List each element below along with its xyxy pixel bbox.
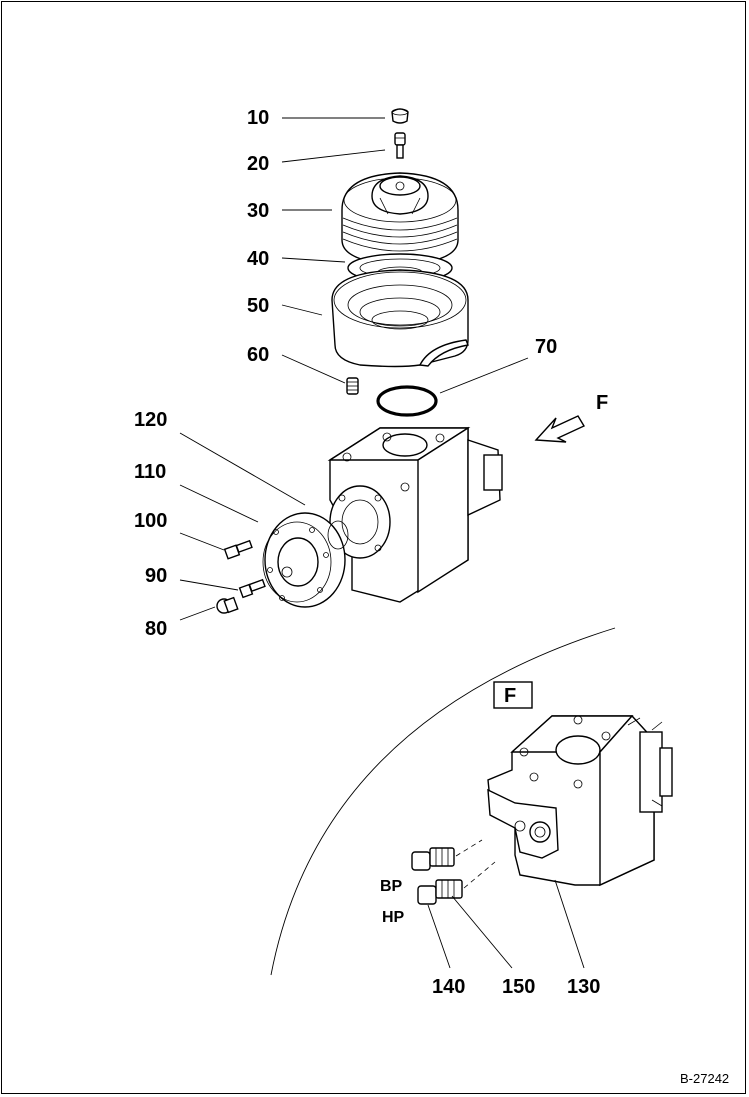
part-10-cap [391,108,409,124]
label-30: 30 [247,200,269,222]
label-50: 50 [247,295,269,317]
part-60-spring [346,377,359,395]
label-80: 80 [145,618,167,640]
label-70: 70 [535,336,557,358]
port-label-hp: HP [382,909,405,926]
part-90-screw [238,578,266,599]
fitting-bp [411,847,455,871]
leader-lines-upper [179,117,529,621]
label-60: 60 [247,344,269,366]
part-70-o-ring [376,385,438,417]
port-label-bp: BP [380,878,403,895]
fitting-hp [417,879,463,905]
label-40: 40 [247,248,269,270]
label-150: 150 [502,976,535,998]
part-100-bolt [223,539,253,560]
label-20: 20 [247,153,269,175]
part-30-cover [341,172,459,266]
part-80-plug [216,596,239,614]
label-90: 90 [145,565,167,587]
view-arrow-label: F [596,392,608,414]
part-110-flange [262,512,349,608]
label-100: 100 [134,510,167,532]
part-120-flange-seat [329,485,391,559]
valve-block [327,426,503,603]
label-130: 130 [567,976,600,998]
part-20-valve [394,132,406,159]
label-10: 10 [247,107,269,129]
label-140: 140 [432,976,465,998]
detail-view-label: F [504,685,516,707]
detail-view-f [270,627,673,976]
label-120: 120 [134,409,167,431]
drawing-code: B-27242 [680,1071,729,1086]
view-arrow-f [534,415,586,443]
label-110: 110 [134,461,166,483]
part-50-housing [331,269,469,368]
